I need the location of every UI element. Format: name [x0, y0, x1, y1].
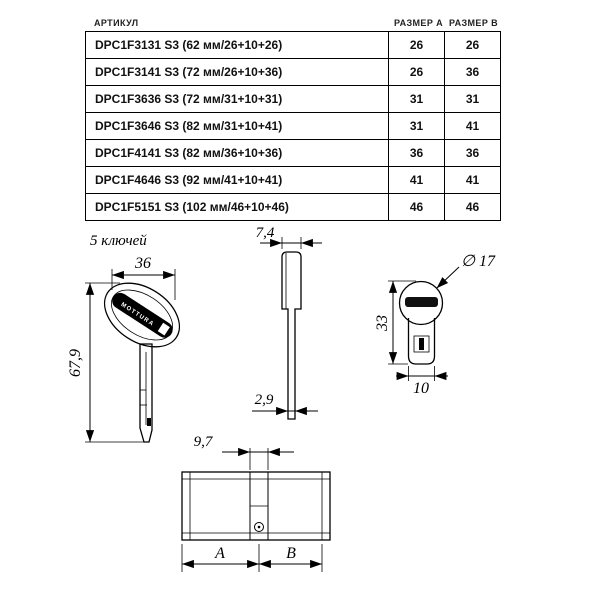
section-width-dimension: 10: [396, 366, 448, 397]
table-row: DPC1F4646 S3 (92 мм/41+10+41) 41 41: [86, 166, 500, 193]
article-cell: DPC1F3141 S3 (72 мм/26+10+36): [86, 59, 389, 85]
spec-table: АРТИКУЛ РАЗМЕР А РАЗМЕР В DPC1F3131 S3 (…: [85, 14, 501, 221]
col-header-article: АРТИКУЛ: [94, 17, 139, 28]
col-header-size-b: РАЗМЕР В: [448, 17, 499, 28]
size-a-cell: 46: [389, 194, 445, 220]
blade-bottom-width-value: 2,9: [255, 392, 274, 408]
dim-a-label: A: [214, 545, 225, 562]
blade-bottom-width-dimension: 2,9: [252, 392, 318, 416]
section-height-value: 33: [374, 315, 391, 332]
key-blade: [139, 343, 153, 443]
cylinder-face-circle: [398, 280, 444, 326]
table-row: DPC1F3131 S3 (62 мм/26+10+26) 26 26: [86, 32, 500, 58]
blade-top-width-dimension: 7,4: [256, 225, 322, 249]
cylinder-face-body: [407, 318, 436, 365]
blade-top-width-value: 7,4: [256, 225, 275, 241]
size-a-cell: 31: [389, 86, 445, 112]
cam-screw-center: [257, 525, 261, 529]
size-b-cell: 36: [465, 65, 480, 79]
size-a-cell: 26: [389, 32, 445, 58]
technical-drawing: 5 ключей 36 67,9: [67, 225, 496, 572]
key-head-band-mark: [157, 322, 170, 336]
cylinder-body-outline: [181, 471, 331, 541]
keys-count-label: 5 ключей: [90, 233, 147, 249]
article-cell: DPC1F4141 S3 (82 мм/36+10+36): [86, 140, 389, 166]
key-width-value: 36: [134, 255, 151, 272]
cam-screw-hole: [254, 522, 264, 532]
table-row: DPC1F3636 S3 (72 мм/31+10+31) 31 31: [86, 85, 500, 112]
key-width-dimension: 36: [111, 255, 176, 300]
table-row: DPC1F5151 S3 (102 мм/46+10+46) 46 46: [86, 193, 500, 220]
cylinder-body-view: 9,7 A B: [181, 434, 331, 572]
section-width-value: 10: [413, 380, 429, 397]
table-row: DPC1F3141 S3 (72 мм/26+10+36) 26 36: [86, 58, 500, 85]
key-head: MOTTURA: [103, 282, 181, 348]
size-b-cell: 26: [465, 38, 480, 52]
size-a-cell: 36: [389, 140, 445, 166]
keyway-emblem: [413, 335, 430, 353]
size-b-cell: 41: [465, 119, 480, 133]
table-row: DPC1F4141 S3 (82 мм/36+10+36) 36 36: [86, 139, 500, 166]
col-header-size-a: РАЗМЕР А: [393, 17, 444, 28]
table-header-row: АРТИКУЛ РАЗМЕР А РАЗМЕР В: [85, 14, 501, 31]
article-cell: DPC1F5151 S3 (102 мм/46+10+46): [86, 194, 389, 220]
size-a-cell: 31: [389, 113, 445, 139]
size-b-cell: 36: [465, 146, 480, 160]
keyway-band: [405, 297, 438, 307]
dim-b-label: B: [286, 545, 296, 562]
key-height-dimension: 67,9: [67, 282, 148, 443]
diameter-dimension: ∅ 17: [436, 253, 496, 289]
diameter-value: ∅ 17: [461, 253, 496, 270]
keyway-slot: [419, 338, 424, 350]
article-cell: DPC1F3131 S3 (62 мм/26+10+26): [86, 32, 389, 58]
key-height-value: 67,9: [67, 349, 84, 377]
blade-notch: [147, 418, 151, 426]
size-b-cell: 46: [465, 200, 480, 214]
key-head-band: [112, 292, 173, 338]
ab-dimensions: A B: [181, 544, 323, 572]
section-height-dimension: 33: [374, 280, 416, 365]
blade-profile-outline: [281, 251, 302, 420]
size-a-cell: 26: [389, 59, 445, 85]
cam-offset-value: 9,7: [194, 434, 214, 450]
article-cell: DPC1F3636 S3 (72 мм/31+10+31): [86, 86, 389, 112]
table-row: DPC1F3646 S3 (82 мм/31+10+41) 31 41: [86, 112, 500, 139]
blade-side-profile: 7,4 2,9: [252, 225, 322, 420]
key-front-view: 5 ключей 36 67,9: [67, 233, 181, 443]
article-cell: DPC1F4646 S3 (92 мм/41+10+41): [86, 167, 389, 193]
size-b-cell: 41: [465, 173, 480, 187]
cylinder-face-view: ∅ 17 33 10: [374, 253, 496, 397]
cam-offset-dimension: 9,7: [194, 434, 294, 470]
size-b-cell: 31: [465, 92, 480, 106]
table-body: DPC1F3131 S3 (62 мм/26+10+26) 26 26 DPC1…: [85, 31, 501, 221]
article-cell: DPC1F3646 S3 (82 мм/31+10+41): [86, 113, 389, 139]
size-a-cell: 41: [389, 167, 445, 193]
